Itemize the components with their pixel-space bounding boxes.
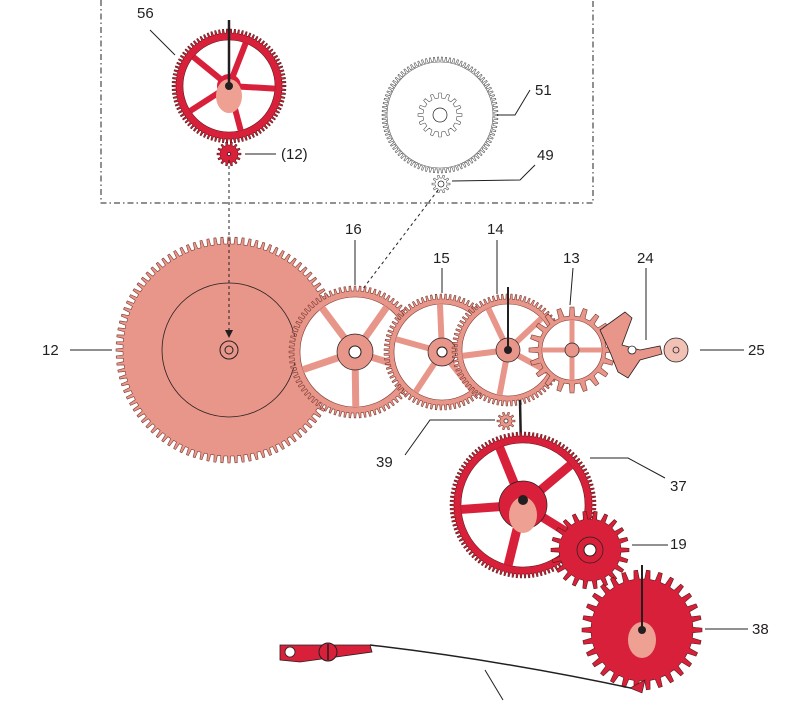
label-13: 13 <box>563 250 580 267</box>
label-12-ref: (12) <box>281 146 308 163</box>
pinion-12-ref <box>216 141 242 167</box>
gears-layer <box>115 20 703 691</box>
label-51: 51 <box>535 82 552 99</box>
label-15: 15 <box>433 250 450 267</box>
label-38: 38 <box>752 621 769 638</box>
label-49: 49 <box>537 147 554 164</box>
label-14: 14 <box>487 221 504 238</box>
click-spring <box>279 642 646 694</box>
hand-pipe <box>509 497 537 533</box>
label-16: 16 <box>345 221 362 238</box>
balance-roller <box>663 337 689 363</box>
leader-lines <box>70 29 748 701</box>
label-25: 25 <box>748 342 765 359</box>
hand-pipe <box>628 622 656 658</box>
label-24: 24 <box>637 250 654 267</box>
label-19: 19 <box>670 536 687 553</box>
pinion-39 <box>496 411 516 431</box>
pinion-51 <box>417 92 463 138</box>
hand-pipe <box>216 79 242 113</box>
escape-wheel-13 <box>528 306 616 394</box>
pallet-lever <box>599 311 663 379</box>
label-37: 37 <box>670 478 687 495</box>
inset-frame <box>100 0 594 204</box>
label-39: 39 <box>376 454 393 471</box>
label-56: 56 <box>137 5 154 22</box>
arrow-head <box>225 330 233 338</box>
axis-line-49-to-16 <box>361 189 439 291</box>
pinion-49 <box>431 174 451 194</box>
label-12: 12 <box>42 342 59 359</box>
